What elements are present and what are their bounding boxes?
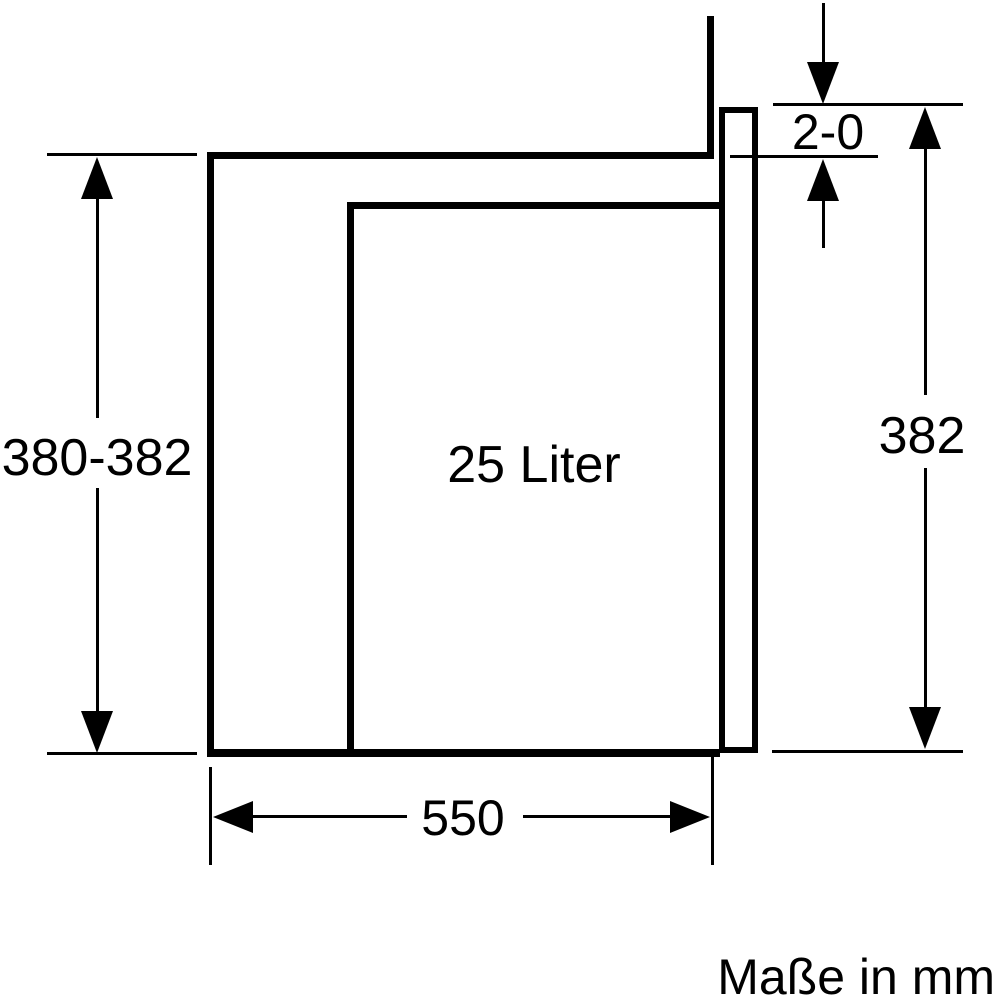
- bottom-dim-line-left: [251, 815, 407, 818]
- left-dim-line-lower: [96, 488, 99, 713]
- right-dim-arrowhead-down: [909, 707, 941, 749]
- bottom-dim-arrowhead-left: [213, 801, 253, 833]
- niche-left-edge: [207, 152, 214, 757]
- right-dim-arrowhead-up: [909, 107, 941, 149]
- bottom-dim-ext-right: [711, 755, 714, 865]
- appliance-height-label: 382: [878, 407, 966, 465]
- right-dim-tick-bottom: [772, 750, 963, 753]
- units-note: Maße in mm: [717, 949, 995, 1000]
- left-dim-tick-top: [47, 153, 197, 156]
- cavity-left-edge: [347, 202, 354, 755]
- overlap-dim-tick-bottom: [730, 155, 878, 158]
- bottom-dim-arrowhead-right: [670, 801, 710, 833]
- capacity-label: 25 Liter: [447, 436, 621, 494]
- niche-top-edge: [207, 152, 714, 159]
- door-overlap-label: 2-0: [791, 104, 865, 160]
- left-dim-tick-bottom: [47, 752, 197, 755]
- bottom-dim-ext-left: [209, 767, 212, 865]
- left-dim-arrowhead-down: [81, 711, 113, 753]
- niche-bottom-edge: [207, 749, 720, 757]
- bottom-dim-line-right: [523, 815, 672, 818]
- right-dim-line-upper: [924, 147, 927, 395]
- overlap-dim-shaft-bottom: [822, 199, 825, 248]
- overlap-dim-shaft-top: [822, 3, 825, 65]
- left-dim-arrowhead-up: [81, 157, 113, 199]
- cavity-top-edge: [347, 202, 725, 209]
- cabinet-wall-above-niche: [707, 16, 714, 159]
- overlap-dim-tick-top: [773, 103, 963, 106]
- overlap-dim-arrowhead-down: [807, 62, 839, 104]
- right-dim-line-lower: [924, 468, 927, 708]
- overlap-dim-arrowhead-up: [807, 159, 839, 201]
- niche-depth-label: 550: [421, 790, 505, 846]
- left-dim-line-upper: [96, 196, 99, 418]
- door-front-panel: [719, 107, 758, 753]
- niche-height-label: 380-382: [1, 429, 193, 487]
